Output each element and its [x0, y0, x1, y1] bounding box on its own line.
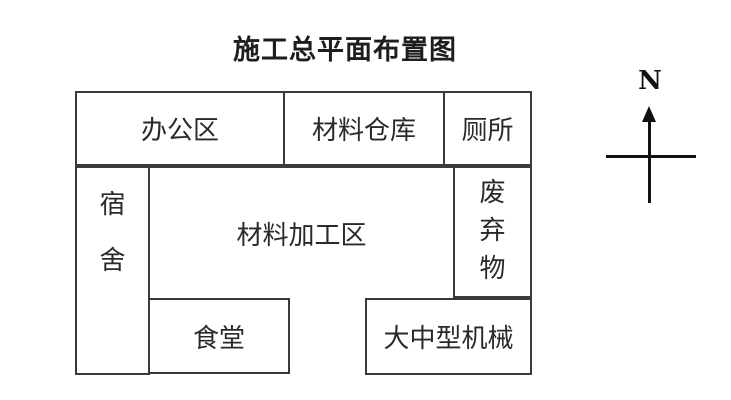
area-toilet: 厕所 — [443, 93, 530, 164]
area-machinery-label: 大中型机械 — [383, 324, 514, 353]
area-material-processing: 材料加工区 — [148, 166, 455, 298]
area-canteen: 食堂 — [148, 298, 290, 374]
area-canteen-label: 食堂 — [192, 323, 245, 353]
area-office-label: 办公区 — [140, 116, 219, 145]
north-label: N — [638, 66, 662, 96]
north-compass: N — [596, 60, 706, 210]
north-arrow-icon — [642, 106, 656, 122]
area-toilet-label: 厕所 — [461, 116, 514, 145]
compass-horizontal-line — [606, 155, 696, 158]
area-dormitory: 宿舍 — [75, 166, 150, 375]
area-material-warehouse: 材料仓库 — [283, 93, 443, 164]
diagram-title: 施工总平面布置图 — [233, 35, 457, 65]
area-material-processing-label: 材料加工区 — [236, 220, 367, 250]
area-waste-label: 废弃物 — [479, 178, 506, 283]
compass-vertical-line — [647, 118, 651, 203]
area-machinery: 大中型机械 — [365, 298, 532, 375]
area-dormitory-label: 宿舍 — [99, 190, 126, 275]
area-material-warehouse-label: 材料仓库 — [311, 116, 416, 145]
top-row: 办公区 材料仓库 厕所 — [75, 91, 532, 166]
area-waste: 废弃物 — [453, 166, 532, 298]
area-office: 办公区 — [77, 93, 283, 164]
